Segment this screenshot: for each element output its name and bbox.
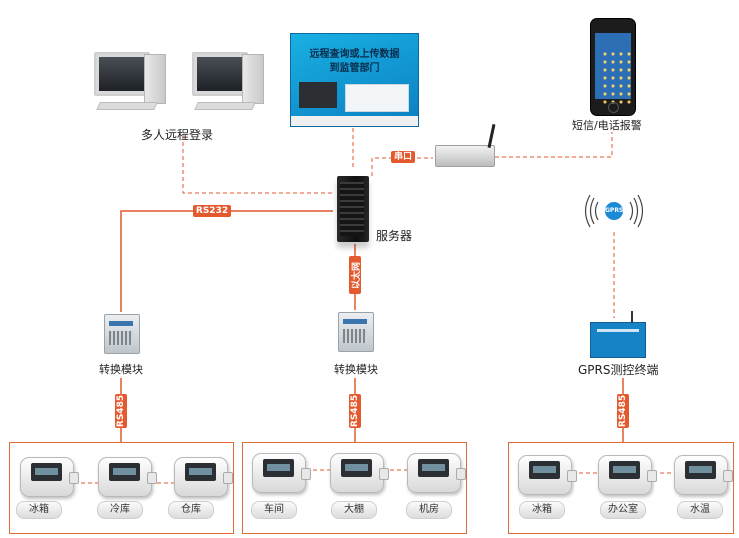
location-tag: 仓库 [168,501,214,519]
wireless-icon [584,194,644,228]
gprs-terminal-icon [590,311,646,358]
modem-icon [435,123,496,167]
gprs-terminal-label: GPRS测控终端 [578,363,659,377]
sensor-icon [98,457,157,497]
link-server-converter1 [120,210,333,312]
remote-login-label: 多人远程登录 [141,128,214,142]
converter-label-2: 转换模块 [334,363,378,376]
location-tag: 冰箱 [16,501,62,519]
location-tag: 大棚 [331,501,377,519]
dashed-links [74,128,674,484]
rs485-badge-2: RS485 [349,394,361,428]
rs232-badge: RS232 [193,205,231,217]
phone-icon [590,18,636,116]
sensor-icon [330,453,389,493]
link-modem-phone [495,132,613,158]
sensor-icon [252,453,311,493]
location-tag: 机房 [406,501,452,519]
link-pc-server [182,135,333,194]
location-tag: 水温 [677,501,723,519]
rs485-badge-1: RS485 [115,394,127,428]
location-tag: 冰箱 [519,501,565,519]
rs485-badge-3: RS485 [617,394,629,428]
sensor-icon [518,455,577,495]
sensor-icon [20,457,79,497]
converter-icon [104,314,140,354]
window-footer [291,116,418,126]
gprs-badge: GPRS [605,202,623,220]
serial-port-badge: 串口 [391,151,415,163]
screenshot-thumbnail [299,82,337,108]
location-tag: 办公室 [600,501,646,519]
location-tag: 车间 [251,501,297,519]
sensor-icon [174,457,233,497]
server-icon [337,176,369,242]
remote-query-window: 远程查询或上传数据 到监管部门 [290,33,419,127]
location-tag: 冷库 [97,501,143,519]
sensor-icon [598,455,657,495]
converter-label-1: 转换模块 [99,363,143,376]
sensor-group-2 [242,442,467,534]
sensor-group-3 [508,442,734,534]
remote-query-title: 远程查询或上传数据 到监管部门 [309,49,400,74]
login-form-thumbnail [345,84,409,112]
sms-alarm-label: 短信/电话报警 [572,119,642,132]
sensor-group-1 [9,442,234,534]
sensor-icon [674,455,733,495]
converter-icon [338,312,374,352]
server-label: 服务器 [376,229,413,243]
sensor-icon [407,453,466,493]
ethernet-badge: 以太网 [349,256,362,294]
